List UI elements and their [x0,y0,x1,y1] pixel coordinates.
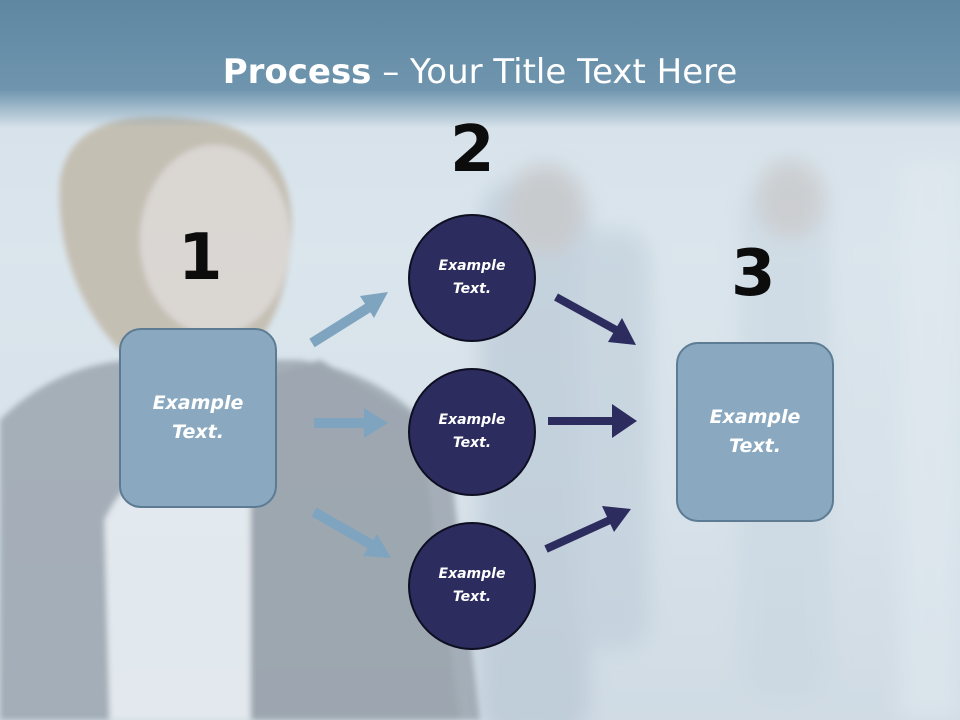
right-process-box: Example Text. [676,342,834,522]
circle-bottom-line1: Example [438,566,506,582]
left-box-line1: Example [152,392,244,414]
arrow-left-to-top [309,292,388,348]
arrow-bottom-to-right [544,506,631,553]
circle-bottom: Example Text. [408,522,536,650]
circle-middle-line1: Example [438,412,506,428]
circle-middle-line2: Text. [452,435,492,451]
title-band [0,0,960,128]
step-number-2: 2 [450,113,495,187]
circle-bottom-line2: Text. [452,589,492,605]
slide-title: Process – Your Title Text Here [0,52,960,92]
arrow-left-to-middle [314,408,388,438]
circle-top-line1: Example [438,258,506,274]
title-bold: Process [222,52,372,92]
arrow-left-to-bottom [311,507,391,558]
title-rest: – Your Title Text Here [371,52,738,92]
step-number-1: 1 [178,221,223,295]
arrow-top-to-right [554,293,636,345]
right-box-line1: Example [709,406,801,428]
arrow-middle-to-right [548,404,637,438]
circle-top-line2: Text. [452,281,492,297]
circle-middle: Example Text. [408,368,536,496]
left-box-line2: Text. [172,421,224,443]
circle-top: Example Text. [408,214,536,342]
right-box-line2: Text. [729,435,781,457]
left-process-box: Example Text. [119,328,277,508]
step-number-3: 3 [731,237,776,311]
